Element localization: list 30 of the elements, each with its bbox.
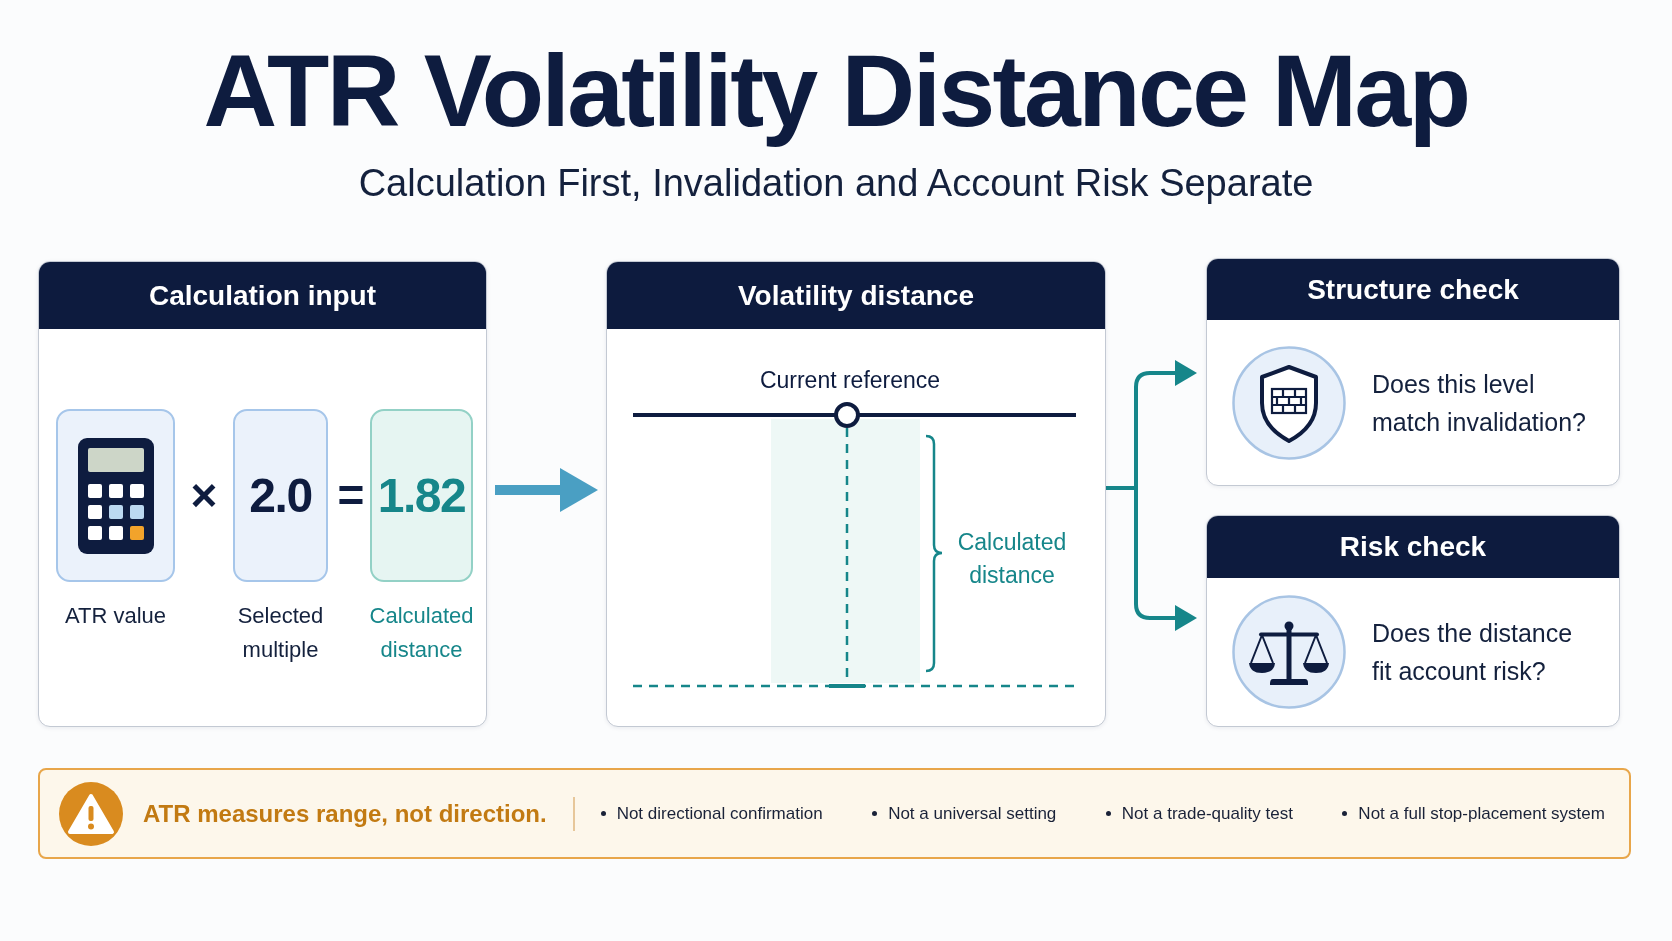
question-text: Does the distance fit account risk? [1372, 618, 1574, 687]
card [606, 261, 1106, 727]
arrow [495, 468, 598, 512]
tile-caption: Selected multiple [237, 602, 324, 664]
card-header: Structure check [1207, 259, 1619, 320]
icon-tile [56, 409, 175, 582]
note-item: Not a universal setting [888, 802, 1057, 825]
value-tile: 1.82 [370, 409, 473, 582]
operator-symbol: × [190, 472, 218, 518]
warning-text: ATR measures range, not direction. [143, 798, 547, 829]
card-header: Risk check [1207, 516, 1619, 578]
title: ATR Volatility Distance Map [203, 33, 1469, 150]
distance-label: Calculated distance [957, 528, 1067, 590]
tile-caption: Calculated distance [369, 602, 474, 664]
note-item: Not a full stop-placement system [1358, 802, 1605, 825]
reference-label: Current reference [759, 366, 941, 395]
card-header: Volatility distance [607, 262, 1105, 329]
card [38, 261, 487, 727]
check-card [1206, 258, 1620, 486]
note-item: Not a trade-quality test [1121, 802, 1293, 825]
tile-caption: ATR value [64, 602, 167, 630]
question-text: Does this level match invalidation? [1372, 368, 1587, 438]
arrow [1106, 486, 1197, 631]
subtitle: Calculation First, Invalidation and Account Risk Separate [358, 161, 1314, 206]
value-tile: 2.0 [233, 409, 328, 582]
operator-symbol: = [337, 472, 365, 518]
note-item: Not directional confirmation [616, 802, 823, 825]
warning-banner [38, 768, 1631, 859]
card-header: Calculation input [39, 262, 486, 329]
check-card [1206, 515, 1620, 727]
